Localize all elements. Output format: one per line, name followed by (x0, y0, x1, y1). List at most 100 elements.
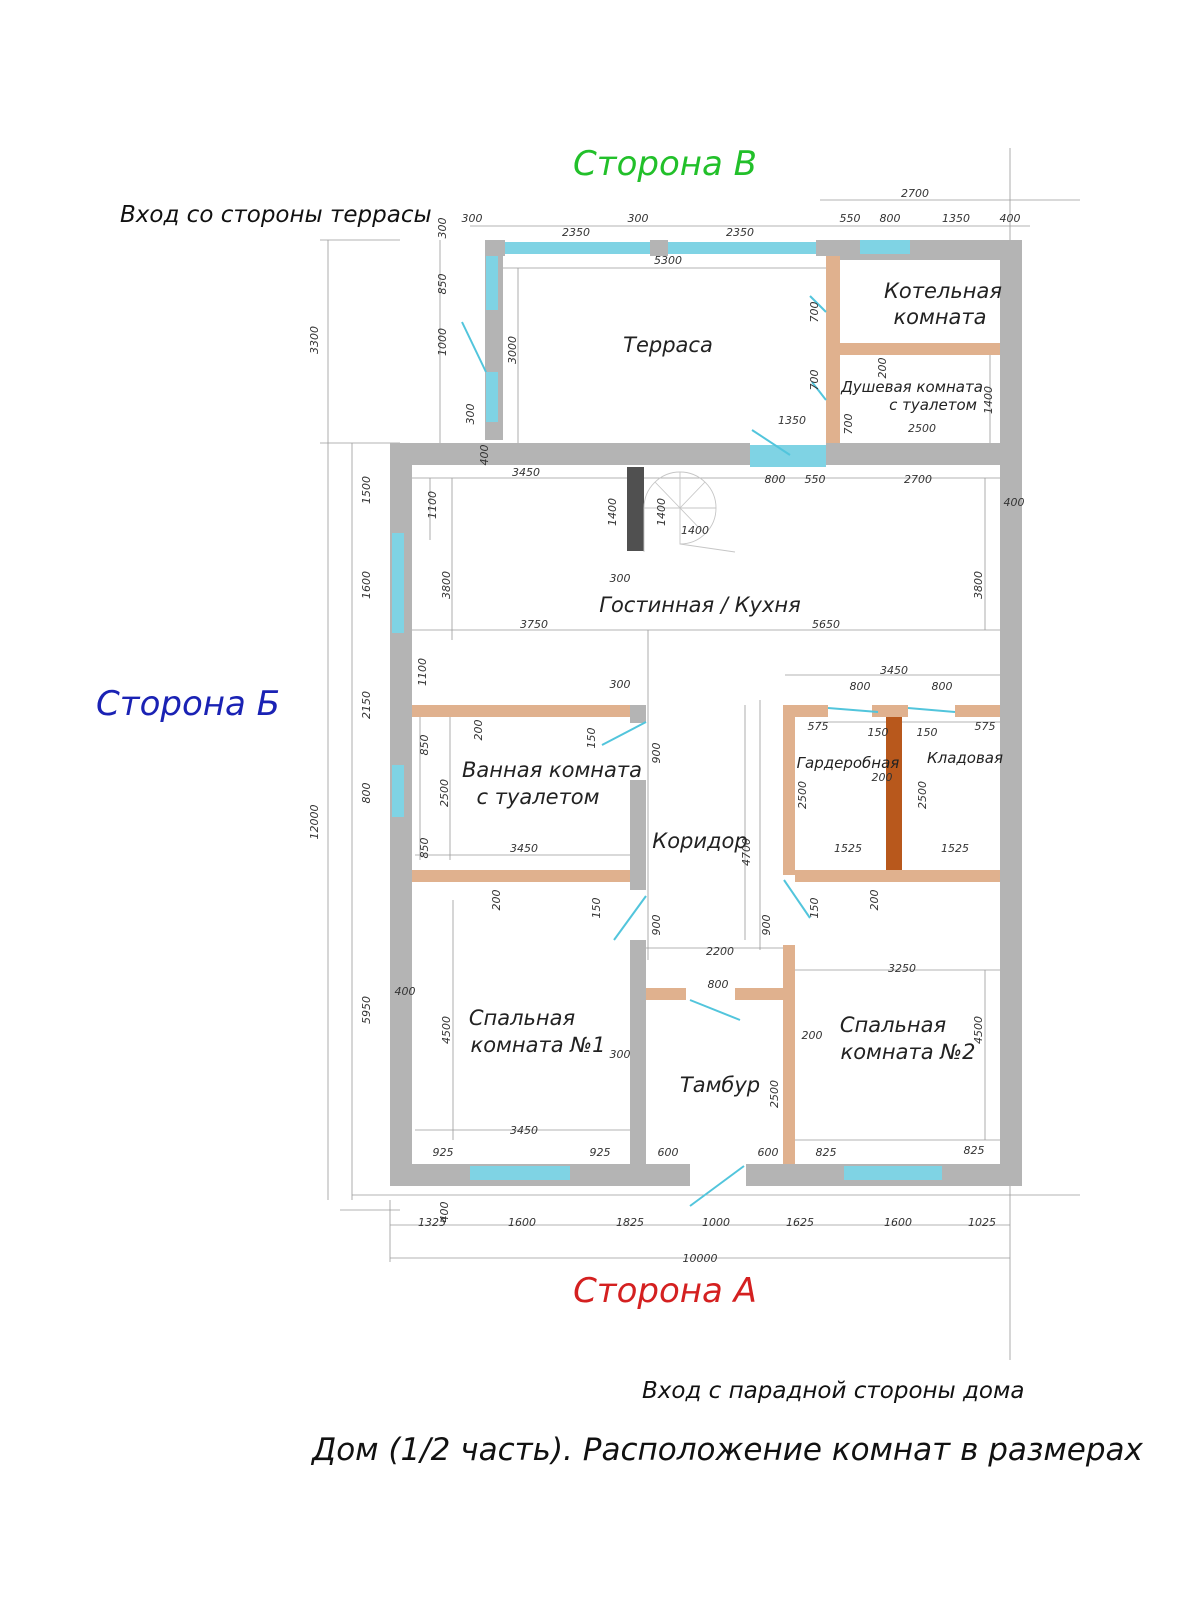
partitions (412, 256, 1000, 1164)
dim-label: 2700 (901, 187, 929, 200)
dim-label: 700 (808, 370, 821, 391)
dim-label: 925 (590, 1146, 611, 1159)
dim-label: 800 (765, 473, 786, 486)
dim-label: 1600 (508, 1216, 536, 1229)
dim-label: 850 (418, 838, 431, 859)
dim-label: 3250 (888, 962, 916, 975)
dim-label: 1825 (616, 1216, 644, 1229)
dim-label: 900 (650, 743, 663, 764)
dim-label: 300 (610, 572, 631, 585)
dimension-labels-vertical: 300 3300 850 1000 3000 300 400 700 700 7… (308, 218, 995, 1223)
plan-caption: Дом (1/2 часть). Расположение комнат в р… (310, 1432, 1144, 1468)
dim-label: 800 (880, 212, 901, 225)
dim-label: 3450 (880, 664, 908, 677)
dim-label: 800 (850, 680, 871, 693)
dim-label: 600 (658, 1146, 679, 1159)
dim-label: 200 (472, 720, 485, 741)
dim-label: 2500 (908, 422, 936, 435)
dim-label: 3750 (520, 618, 548, 631)
dim-label: 550 (840, 212, 861, 225)
side-v-label: Сторона В (573, 144, 757, 184)
dim-label: 2500 (768, 1080, 781, 1108)
dim-label: 925 (433, 1146, 454, 1159)
dim-label: 5650 (812, 618, 840, 631)
dim-label: 200 (872, 771, 893, 784)
room-boiler-line2: комната (893, 305, 986, 329)
dim-label: 1525 (834, 842, 862, 855)
dim-label: 1100 (416, 658, 429, 686)
dimension-labels: 2700 300 2350 300 2350 550 800 1350 400 … (395, 187, 1025, 1265)
dim-label: 3450 (510, 842, 538, 855)
dim-label: 150 (868, 726, 889, 739)
dim-label: 300 (610, 678, 631, 691)
room-bedroom2-line1: Спальная (840, 1013, 946, 1037)
dim-label: 400 (438, 1202, 451, 1223)
room-bedroom1-line1: Спальная (469, 1006, 575, 1030)
dim-label: 1525 (941, 842, 969, 855)
dim-label: 550 (805, 473, 826, 486)
dim-label: 1625 (786, 1216, 814, 1229)
room-bath-line1: Ванная комната (462, 758, 642, 782)
dim-label: 200 (490, 890, 503, 911)
dim-label: 150 (917, 726, 938, 739)
dim-label: 1025 (968, 1216, 996, 1229)
dim-label: 825 (816, 1146, 837, 1159)
dim-label: 1350 (942, 212, 970, 225)
dim-label: 300 (462, 212, 483, 225)
dim-label: 1325 (418, 1216, 446, 1229)
dim-label: 12000 (308, 805, 321, 840)
dim-label: 1600 (360, 571, 373, 599)
front-entry-note: Вход с парадной стороны дома (642, 1378, 1024, 1404)
room-shower-line1: Душевая комната (840, 378, 983, 396)
dim-label: 1400 (982, 386, 995, 414)
dim-label: 3800 (972, 571, 985, 599)
dim-label: 575 (975, 720, 996, 733)
dim-label: 575 (808, 720, 829, 733)
windows (392, 240, 942, 1180)
dim-label: 200 (802, 1029, 823, 1042)
dim-label: 900 (760, 915, 773, 936)
dim-label: 150 (590, 898, 603, 919)
dim-label: 2200 (706, 945, 734, 958)
room-bath-line2: с туалетом (476, 785, 599, 809)
dim-label: 600 (758, 1146, 779, 1159)
terrace-entry-note: Вход со стороны террасы (120, 202, 432, 228)
dim-label: 1400 (655, 498, 668, 526)
dim-label: 2500 (438, 779, 451, 807)
room-living: Гостинная / Кухня (599, 593, 801, 617)
dim-label: 10000 (683, 1252, 718, 1265)
dim-label: 2350 (562, 226, 590, 239)
dim-label: 900 (650, 915, 663, 936)
dim-label: 150 (585, 728, 598, 749)
dim-label: 200 (868, 890, 881, 911)
dim-label: 1350 (778, 414, 806, 427)
room-pantry: Кладовая (927, 749, 1003, 767)
dim-label: 300 (628, 212, 649, 225)
dim-label: 800 (708, 978, 729, 991)
dim-label: 2700 (904, 473, 932, 486)
dim-label: 4500 (440, 1016, 453, 1044)
doors (461, 295, 956, 1207)
dim-label: 1000 (702, 1216, 730, 1229)
dim-label: 700 (842, 414, 855, 435)
room-shower-line2: с туалетом (889, 396, 977, 414)
room-bedroom2-line2: комната №2 (841, 1040, 976, 1064)
dim-label: 300 (436, 218, 449, 239)
dim-label: 3000 (506, 336, 519, 364)
dim-label: 2150 (360, 691, 373, 719)
dim-label: 5300 (654, 254, 682, 267)
dim-label: 2500 (916, 781, 929, 809)
dim-label: 850 (436, 274, 449, 295)
dim-label: 3300 (308, 326, 321, 354)
dim-label: 300 (610, 1048, 631, 1061)
dim-label: 2500 (796, 781, 809, 809)
dim-label: 3800 (440, 571, 453, 599)
dim-label: 2350 (726, 226, 754, 239)
dim-label: 1000 (436, 328, 449, 356)
spiral-stair (643, 471, 736, 553)
dim-label: 400 (395, 985, 416, 998)
dim-label: 3450 (512, 466, 540, 479)
dim-label: 825 (964, 1144, 985, 1157)
dim-label: 1600 (884, 1216, 912, 1229)
